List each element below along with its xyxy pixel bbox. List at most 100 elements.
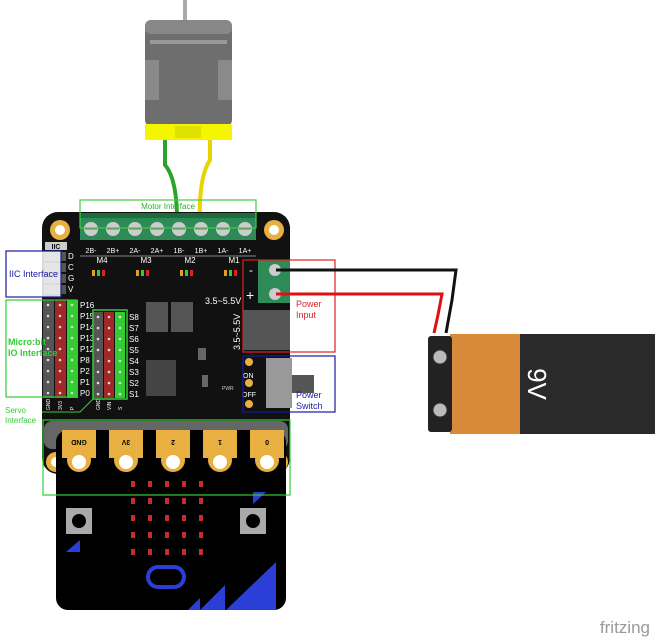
power-switch[interactable] bbox=[245, 358, 314, 408]
pin bbox=[96, 315, 100, 319]
battery-label: 9V bbox=[522, 368, 552, 400]
motor-label: M2 bbox=[184, 256, 196, 265]
matrix-led bbox=[182, 481, 186, 487]
matrix-led bbox=[182, 498, 186, 504]
pin bbox=[107, 392, 111, 396]
servo-interface-label-line2: Interface bbox=[5, 416, 37, 425]
io-pin-label: P0 bbox=[80, 389, 90, 398]
iic-pin-label: V bbox=[68, 285, 74, 294]
motor-led bbox=[190, 270, 193, 276]
pin bbox=[118, 348, 122, 352]
edge-pad-label: 2 bbox=[171, 438, 175, 445]
servo-interface-label-line1: Servo bbox=[5, 406, 26, 415]
iic-interface-label: IIC Interface bbox=[9, 269, 58, 279]
pin bbox=[46, 380, 50, 384]
servo-pin-label: S2 bbox=[129, 379, 139, 388]
servo-pin-label: S4 bbox=[129, 357, 139, 366]
battery-wire-black bbox=[276, 268, 458, 334]
matrix-led bbox=[165, 481, 169, 487]
matrix-led bbox=[165, 498, 169, 504]
servo-pin-label: S8 bbox=[129, 313, 139, 322]
power-switch-label-line2: Switch bbox=[296, 401, 323, 411]
pin bbox=[96, 348, 100, 352]
motor-led bbox=[136, 270, 139, 276]
switch-on-label: ON bbox=[243, 373, 254, 380]
matrix-led bbox=[165, 549, 169, 555]
matrix-led bbox=[148, 515, 152, 521]
matrix-led bbox=[148, 481, 152, 487]
pin bbox=[118, 370, 122, 374]
servo-bottom-label: S bbox=[118, 406, 124, 410]
motor-terminal-block[interactable] bbox=[80, 213, 256, 240]
io-pin-label: P13 bbox=[80, 334, 95, 343]
io-interface-label-line2: IO Interface bbox=[8, 348, 58, 358]
pin bbox=[46, 347, 50, 351]
pin bbox=[58, 380, 62, 384]
iic-pin-label: C bbox=[68, 263, 74, 272]
servo-interface-box bbox=[92, 309, 128, 400]
motor-led bbox=[102, 270, 105, 276]
edge-pad-label: 0 bbox=[265, 438, 269, 445]
voltage-label: 3.5~5.5V bbox=[205, 296, 241, 306]
iic-pin-label: D bbox=[68, 252, 74, 261]
dc-jack bbox=[243, 310, 290, 350]
servo-bottom-label: GND bbox=[96, 399, 102, 411]
servo-pin-label: S1 bbox=[129, 390, 139, 399]
io-bottom-label: P bbox=[70, 406, 76, 410]
terminal-label: 2A- bbox=[130, 248, 142, 255]
pin bbox=[118, 381, 122, 385]
pin bbox=[46, 369, 50, 373]
microbit-slot-box bbox=[42, 419, 291, 496]
matrix-led bbox=[131, 549, 135, 555]
io-pin-label: P2 bbox=[80, 367, 90, 376]
motor-led bbox=[234, 270, 237, 276]
matrix-led bbox=[148, 532, 152, 538]
edge-pad-hole-inner bbox=[213, 455, 227, 469]
pin bbox=[96, 381, 100, 385]
pin bbox=[118, 315, 122, 319]
io-pin-label: P14 bbox=[80, 323, 95, 332]
edge-pad-hole-inner bbox=[166, 455, 180, 469]
servo-pin-label: S7 bbox=[129, 324, 139, 333]
terminal-label: 2B- bbox=[86, 248, 98, 255]
pin bbox=[107, 315, 111, 319]
pin bbox=[107, 359, 111, 363]
io-bottom-label: 3V3 bbox=[58, 401, 64, 410]
servo-pin-label: S3 bbox=[129, 368, 139, 377]
edge-pad-label: 1 bbox=[218, 438, 222, 445]
matrix-led bbox=[165, 515, 169, 521]
pin bbox=[58, 369, 62, 373]
battery-9v bbox=[428, 334, 655, 434]
motor-label: M4 bbox=[96, 256, 108, 265]
io-pin-label: P1 bbox=[80, 378, 90, 387]
pin bbox=[58, 303, 62, 307]
servo-gnd-column bbox=[93, 312, 103, 398]
pin bbox=[107, 337, 111, 341]
dc-motor bbox=[145, 0, 232, 140]
fritzing-logo: fritzing bbox=[600, 618, 650, 637]
servo-signal-column bbox=[115, 312, 125, 398]
pin bbox=[70, 391, 74, 395]
microbit-logo bbox=[146, 565, 186, 589]
matrix-led bbox=[131, 532, 135, 538]
matrix-led bbox=[148, 498, 152, 504]
motor-led bbox=[224, 270, 227, 276]
pin bbox=[118, 359, 122, 363]
io-pin-label: P8 bbox=[80, 356, 90, 365]
matrix-led bbox=[165, 532, 169, 538]
matrix-led bbox=[148, 549, 152, 555]
pin bbox=[70, 347, 74, 351]
matrix-led bbox=[131, 515, 135, 521]
pin bbox=[46, 336, 50, 340]
motor-driver-board bbox=[42, 212, 290, 474]
io-pin-label: P12 bbox=[80, 345, 95, 354]
edge-pad-hole-inner bbox=[260, 455, 274, 469]
plus-label: + bbox=[246, 287, 254, 303]
pin bbox=[46, 325, 50, 329]
motor-label: M1 bbox=[228, 256, 240, 265]
pin bbox=[46, 391, 50, 395]
pin bbox=[96, 359, 100, 363]
pin bbox=[107, 370, 111, 374]
matrix-led bbox=[131, 481, 135, 487]
